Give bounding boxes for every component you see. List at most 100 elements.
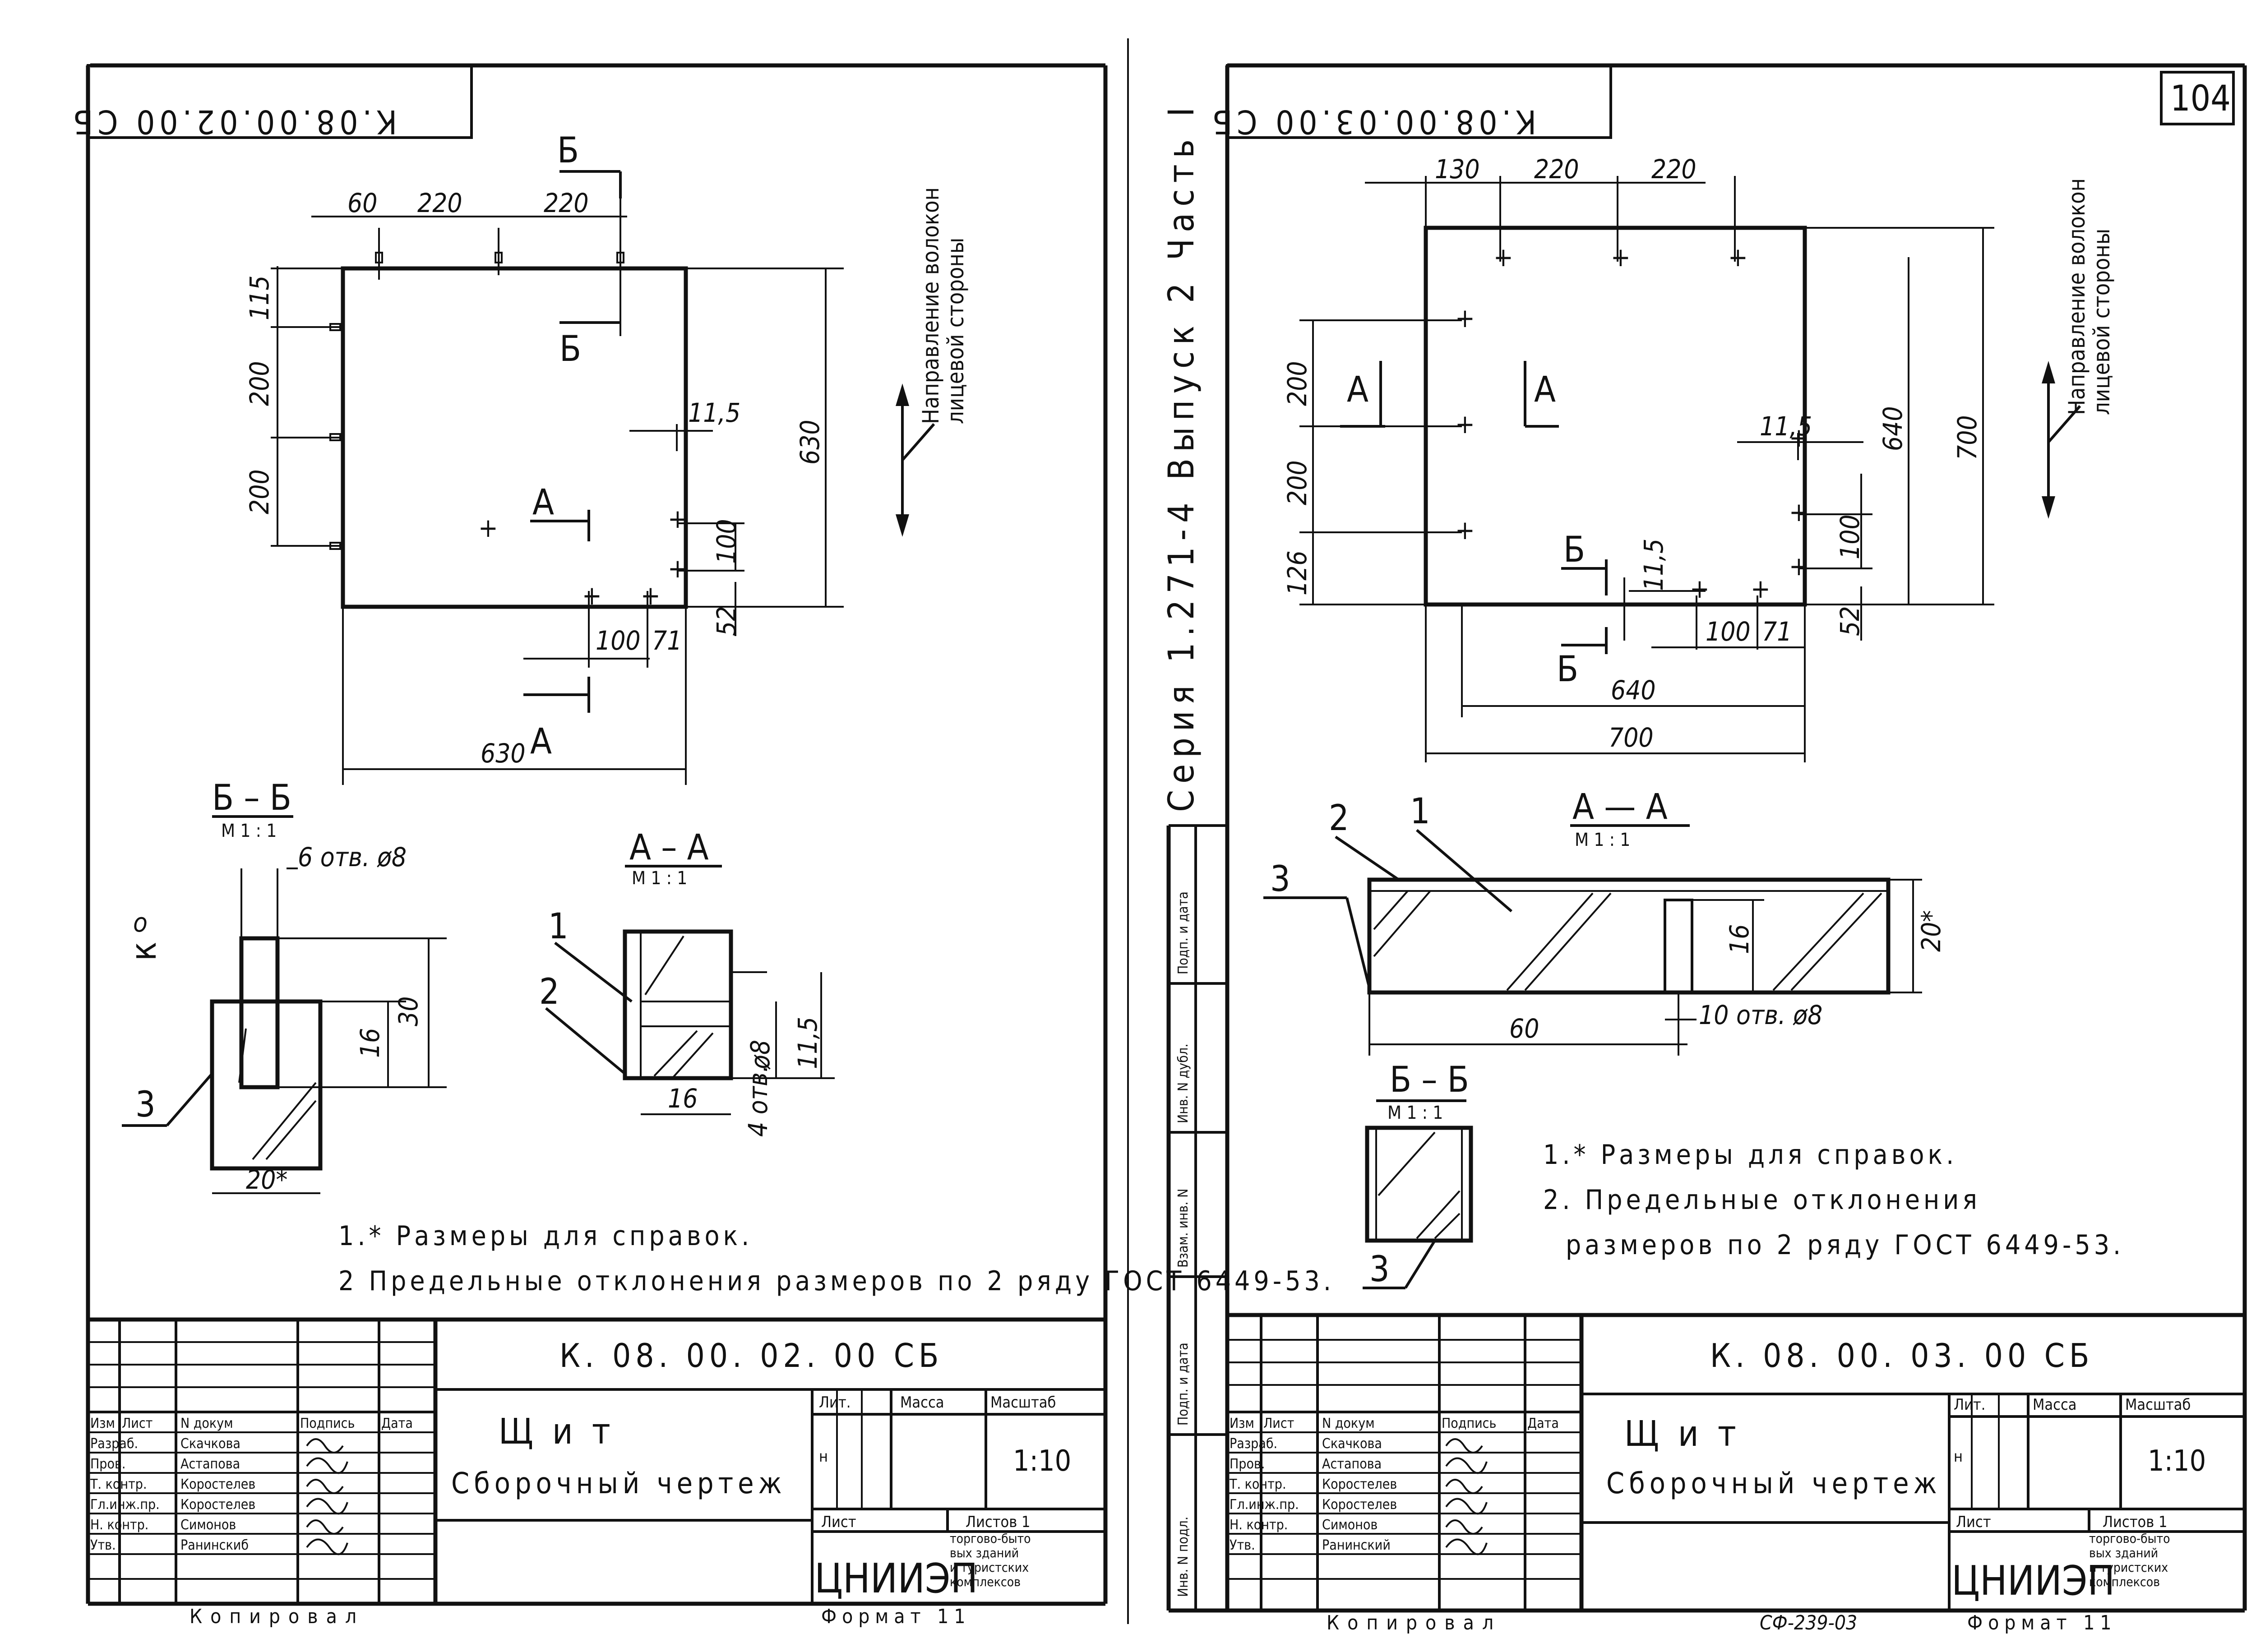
svg-text:Разраб.: Разраб. (1230, 1436, 1277, 1452)
left-panel-view: + + + + + (271, 171, 844, 785)
left-dim-width: 630 (481, 738, 526, 769)
right-stamp-code: К.08.00.03.00 СБ (1208, 103, 1536, 141)
right-section-markers: А А Б Б (1340, 361, 1608, 690)
svg-text:+: + (1611, 242, 1631, 272)
svg-text:Направление волокон: Направление волокон (918, 187, 944, 424)
svg-text:16: 16 (355, 1028, 385, 1058)
svg-text:к: к (124, 942, 164, 961)
right-panel-view: + + + + + + + + + + + (1299, 176, 1994, 762)
svg-text:Лист: Лист (821, 1513, 856, 1531)
svg-text:Дата: Дата (1527, 1416, 1559, 1431)
right-dim-left-2: 200 (1282, 460, 1313, 505)
svg-text:Астапова: Астапова (1322, 1456, 1382, 1472)
svg-text:Подпись: Подпись (300, 1416, 355, 1431)
left-dim-bottom-1: 100 (596, 625, 641, 656)
left-dim-top-2: 220 (417, 188, 462, 218)
svg-text:Н. контр.: Н. контр. (1230, 1517, 1288, 1533)
svg-text:Масштаб: Масштаб (2125, 1396, 2191, 1414)
svg-text:+: + (582, 580, 602, 611)
series-text: Серия 1.271-4 Выпуск 2 Часть I (1161, 101, 1202, 812)
left-copied: Копировал (190, 1605, 365, 1628)
svg-text:М 1 : 1: М 1 : 1 (1387, 1103, 1443, 1123)
svg-text:Щ и т: Щ и т (1624, 1414, 1741, 1454)
svg-text:лицевой стороны: лицевой стороны (2089, 229, 2115, 415)
svg-text:Ранинскиб: Ранинскиб (180, 1537, 249, 1553)
svg-text:6 отв. ø8: 6 отв. ø8 (298, 842, 407, 872)
svg-text:2: 2 (539, 972, 559, 1012)
left-format: Формат 11 (821, 1605, 971, 1628)
svg-text:Коростелев: Коростелев (1322, 1477, 1397, 1492)
svg-text:+: + (1751, 573, 1771, 604)
svg-text:Утв.: Утв. (90, 1537, 116, 1553)
svg-text:Разраб.: Разраб. (90, 1436, 138, 1452)
svg-text:А: А (1347, 369, 1368, 410)
svg-text:М 1 : 1: М 1 : 1 (1575, 830, 1630, 850)
page-number-box (2160, 71, 2235, 125)
svg-text:Симонов: Симонов (1322, 1517, 1378, 1533)
svg-text:+: + (1455, 515, 1475, 545)
svg-text:Сборочный чертеж: Сборочный чертеж (451, 1467, 786, 1500)
left-dim-left-1: 115 (244, 275, 275, 320)
svg-text:+: + (1455, 303, 1475, 333)
svg-text:+: + (1789, 551, 1809, 581)
side-label-2: Подп. и дата (1175, 1343, 1191, 1426)
svg-text:+: + (1690, 573, 1710, 604)
side-label-1: Инв. N подл. (1175, 1517, 1191, 1597)
svg-text:30: 30 (393, 997, 424, 1026)
svg-text:вых зданий: вых зданий (2089, 1546, 2158, 1560)
svg-text:16: 16 (668, 1083, 698, 1114)
left-dim-bottom-2: 71 (652, 625, 682, 656)
right-dim-top-1: 130 (1435, 154, 1480, 185)
right-dim-left-1: 200 (1282, 361, 1313, 406)
left-dim-height: 630 (795, 420, 825, 465)
left-title-block: К. 08. 00. 02. 00 СБ Щ и т Сборочный чер… (88, 1317, 1105, 1604)
right-note-1: 1.* Размеры для справок. (1543, 1139, 1957, 1171)
svg-text:+: + (1728, 242, 1748, 272)
svg-text:и туристских: и туристских (2089, 1560, 2168, 1575)
svg-text:Щ и т: Щ и т (499, 1412, 615, 1452)
right-dim-bottom-1: 100 (1706, 616, 1751, 647)
left-dim-edge-bottom: 52 (711, 606, 742, 636)
left-dim-left-3: 200 (244, 469, 275, 514)
svg-text:10 отв. ø8: 10 отв. ø8 (1699, 1000, 1822, 1030)
left-section-aa: А – А М 1 : 1 1 2 ø8 11,5 16 4 отв. (539, 827, 835, 1137)
svg-text:Симонов: Симонов (180, 1517, 236, 1533)
svg-text:А: А (532, 482, 554, 523)
svg-text:1: 1 (548, 906, 569, 947)
right-dim-hole-spacing: 100 (1835, 514, 1865, 559)
right-dim-width-total: 700 (1609, 722, 1654, 753)
svg-text:Лит.: Лит. (819, 1394, 851, 1412)
right-format: Формат 11 (1967, 1611, 2117, 1634)
right-copied: Копировал (1327, 1611, 1502, 1634)
right-title-block: К. 08. 00. 03. 00 СБ Щ и т Сборочный чер… (1227, 1313, 2245, 1610)
svg-text:Б: Б (557, 130, 579, 171)
svg-text:и туристских: и туристских (950, 1560, 1029, 1575)
svg-text:+: + (668, 553, 688, 584)
side-label-3: Взам. инв. N (1175, 1189, 1191, 1268)
side-label-4: Инв. N дубл. (1175, 1043, 1191, 1123)
right-dim-edge-bottom: 52 (1835, 606, 1865, 636)
svg-text:Гл.инж.пр.: Гл.инж.пр. (90, 1497, 160, 1513)
left-dim-top-1: 60 (347, 188, 377, 218)
right-dim-top-3: 220 (1651, 154, 1697, 185)
svg-text:Б – Б: Б – Б (1390, 1060, 1469, 1100)
svg-text:Масса: Масса (2033, 1396, 2077, 1414)
right-fiber-direction: Направление волокон лицевой стороны (2042, 178, 2115, 519)
svg-text:Скачкова: Скачкова (1322, 1436, 1382, 1452)
svg-text:1: 1 (1410, 791, 1430, 832)
svg-text:А – А: А – А (629, 827, 709, 868)
svg-text:торгово-быто: торгово-быто (950, 1531, 1031, 1546)
left-dim-top-3: 220 (544, 188, 589, 218)
svg-text:Т. контр.: Т. контр. (1229, 1477, 1286, 1492)
right-dim-height-inner: 640 (1877, 406, 1908, 451)
svg-text:+: + (641, 580, 661, 611)
svg-text:Коростелев: Коростелев (1322, 1497, 1397, 1513)
svg-text:Пров.: Пров. (90, 1456, 125, 1472)
svg-text:Коростелев: Коростелев (180, 1497, 255, 1513)
svg-text:А — А: А — А (1572, 787, 1668, 827)
svg-text:16: 16 (1724, 924, 1755, 954)
svg-text:К. 08. 00. 02. 00 СБ: К. 08. 00. 02. 00 СБ (559, 1337, 943, 1375)
svg-text:Изм: Изм (90, 1416, 115, 1431)
left-stamp-code: К.08.00.02.00 СБ (69, 103, 397, 141)
right-sheet-frame (1166, 63, 2247, 1613)
